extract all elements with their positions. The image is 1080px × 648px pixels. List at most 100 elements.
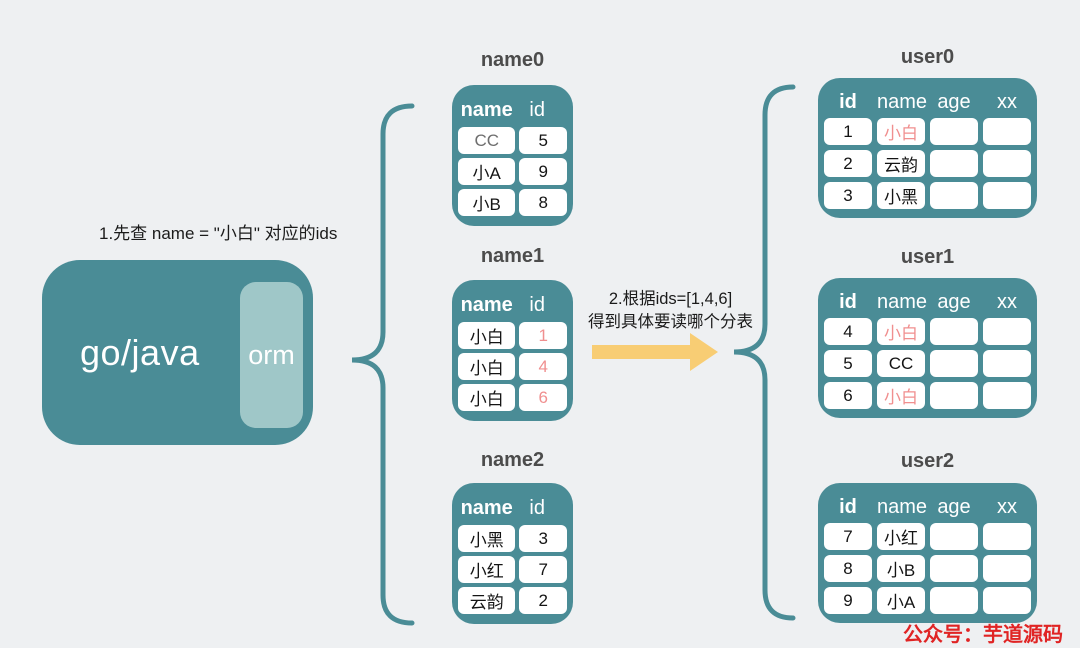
cell-age: [930, 350, 978, 377]
cell-xx: [983, 523, 1031, 550]
column-header-id: id: [839, 495, 857, 518]
table-row: 7 小红: [824, 523, 1031, 550]
table-row: 6 小白: [824, 382, 1031, 409]
table-row: 小B 8: [458, 189, 567, 216]
table-row: 小白 4: [458, 353, 567, 380]
annotation-step2-line2: 得到具体要读哪个分表: [588, 313, 753, 331]
orm-box: orm: [240, 282, 303, 428]
cell-xx: [983, 118, 1031, 145]
column-header-id: id: [839, 90, 857, 113]
cell-name: 小白: [877, 318, 925, 345]
table-name0: name id CC 5 小A 9 小B 8: [452, 85, 573, 226]
table-header: name id: [458, 288, 567, 322]
table-header: id name age xx: [824, 286, 1031, 318]
cell-id: 7: [824, 523, 872, 550]
cell-age: [930, 555, 978, 582]
app-box: go/java orm: [42, 260, 313, 445]
column-header-name: name: [460, 496, 513, 519]
table-user0: id name age xx 1 小白 2 云韵 3 小黑: [818, 78, 1037, 218]
cell-age: [930, 182, 978, 209]
cell-id: 8: [519, 189, 567, 216]
table-header: id name age xx: [824, 86, 1031, 118]
cell-age: [930, 587, 978, 614]
right-brace-icon: [733, 84, 796, 621]
cell-xx: [983, 182, 1031, 209]
cell-id: 2: [519, 587, 567, 614]
cell-xx: [983, 382, 1031, 409]
cell-id: 9: [519, 158, 567, 185]
cell-name: 小A: [458, 158, 516, 185]
table-title-user1: user1: [900, 246, 955, 268]
cell-age: [930, 523, 978, 550]
cell-id: 5: [824, 350, 872, 377]
cell-name: 小白: [877, 382, 925, 409]
table-row: CC 5: [458, 127, 567, 154]
cell-name: 云韵: [877, 150, 925, 177]
column-header-id: id: [529, 98, 545, 121]
cell-age: [930, 318, 978, 345]
orm-label: orm: [248, 339, 295, 370]
cell-id: 6: [519, 384, 567, 411]
cell-id: 8: [824, 555, 872, 582]
left-brace-icon: [351, 103, 415, 626]
cell-id: 3: [519, 525, 567, 552]
cell-xx: [983, 555, 1031, 582]
table-name1: name id 小白 1 小白 4 小白 6: [452, 280, 573, 421]
cell-xx: [983, 350, 1031, 377]
column-header-xx: xx: [997, 90, 1017, 113]
cell-name: 小红: [458, 556, 516, 583]
table-title-name2: name2: [480, 449, 545, 471]
cell-id: 4: [519, 353, 567, 380]
table-row: 9 小A: [824, 587, 1031, 614]
cell-name: 小A: [877, 587, 925, 614]
table-header: name id: [458, 491, 567, 525]
cell-id: 2: [824, 150, 872, 177]
table-header: name id: [458, 93, 567, 127]
column-header-name: name: [877, 290, 928, 313]
table-row: 小黑 3: [458, 525, 567, 552]
table-title-user0: user0: [900, 46, 955, 68]
column-header-name: name: [877, 495, 928, 518]
annotation-step2: 2.根据ids=[1,4,6] 得到具体要读哪个分表: [563, 288, 778, 334]
table-row: 云韵 2: [458, 587, 567, 614]
column-header-xx: xx: [997, 290, 1017, 313]
column-header-id: id: [839, 290, 857, 313]
cell-id: 6: [824, 382, 872, 409]
cell-age: [930, 118, 978, 145]
cell-xx: [983, 150, 1031, 177]
table-row: 8 小B: [824, 555, 1031, 582]
cell-id: 3: [824, 182, 872, 209]
cell-age: [930, 150, 978, 177]
table-row: 小白 6: [458, 384, 567, 411]
column-header-age: age: [937, 290, 971, 313]
table-row: 小A 9: [458, 158, 567, 185]
table-row: 3 小黑: [824, 182, 1031, 209]
table-row: 小白 1: [458, 322, 567, 349]
cell-name: 小白: [458, 353, 516, 380]
cell-name: 云韵: [458, 587, 516, 614]
table-user1: id name age xx 4 小白 5 CC 6 小白: [818, 278, 1037, 418]
table-title-user2: user2: [900, 450, 955, 472]
column-header-id: id: [529, 293, 545, 316]
cell-id: 5: [519, 127, 567, 154]
column-header-age: age: [937, 495, 971, 518]
cell-name: 小B: [458, 189, 516, 216]
cell-xx: [983, 587, 1031, 614]
column-header-name: name: [460, 98, 513, 121]
table-user2: id name age xx 7 小红 8 小B 9 小A: [818, 483, 1037, 623]
cell-id: 1: [519, 322, 567, 349]
column-header-id: id: [529, 496, 545, 519]
table-title-name0: name0: [480, 49, 545, 71]
cell-name: 小白: [458, 322, 516, 349]
app-label: go/java: [80, 331, 200, 373]
column-header-name: name: [877, 90, 928, 113]
watermark: 公众号：芋道源码: [903, 624, 1063, 646]
cell-id: 7: [519, 556, 567, 583]
table-row: 1 小白: [824, 118, 1031, 145]
cell-name: 小白: [458, 384, 516, 411]
cell-id: 9: [824, 587, 872, 614]
cell-name: 小白: [877, 118, 925, 145]
table-header: id name age xx: [824, 491, 1031, 523]
